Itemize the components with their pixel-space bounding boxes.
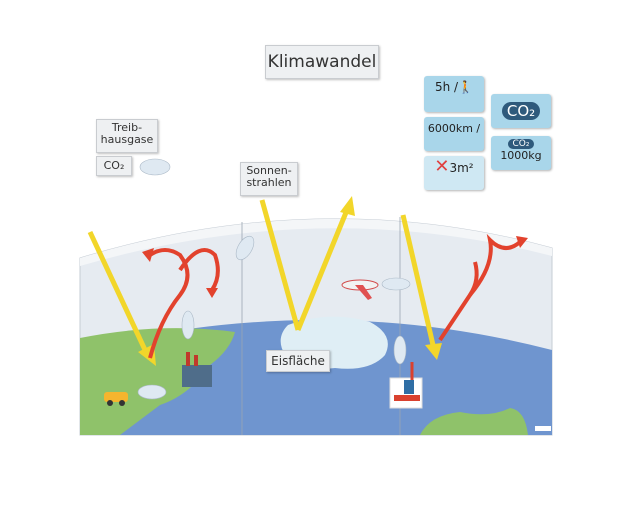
car-distance: 6000km /: [427, 122, 481, 135]
heat-arrows: [148, 233, 522, 359]
oil-rig-icon: [389, 362, 423, 409]
ice-area: 3m²: [449, 161, 474, 175]
factory-icon: [182, 352, 212, 387]
title-label: Klimawandel: [265, 45, 379, 79]
airplane-icon: [341, 279, 379, 300]
co2-label: CO₂: [96, 156, 132, 176]
co2-mass-card: CO₂ 1000kg: [491, 136, 551, 170]
footprint-icon: CO₂: [501, 102, 541, 120]
ice-loss-card: ✕3m²: [424, 156, 484, 190]
car-distance-card: 6000km /: [424, 117, 484, 151]
cross-icon: ✕: [434, 156, 450, 177]
co2-mass: 1000kg: [500, 149, 542, 162]
car-icon: [104, 392, 128, 406]
ice-surface-label: Eisfläche: [266, 350, 330, 372]
person-icon: 🚶: [458, 80, 474, 94]
heat-arrowheads: [142, 236, 528, 298]
brand-logo: [535, 426, 551, 431]
co2-molecule-cards: [137, 158, 411, 400]
land-right: [420, 408, 528, 435]
sun-arrows: [87, 196, 442, 366]
co2-molecule-icon: CO₂: [508, 139, 534, 149]
flight-duration: 5h /: [434, 80, 459, 94]
sun-rays-label: Sonnen- strahlen: [240, 162, 298, 196]
flight-card: 5h /🚶: [424, 76, 484, 112]
land-left: [80, 328, 235, 435]
footprint-card: CO₂: [491, 94, 551, 128]
greenhouse-gases-label: Treib- hausgase: [96, 119, 158, 153]
